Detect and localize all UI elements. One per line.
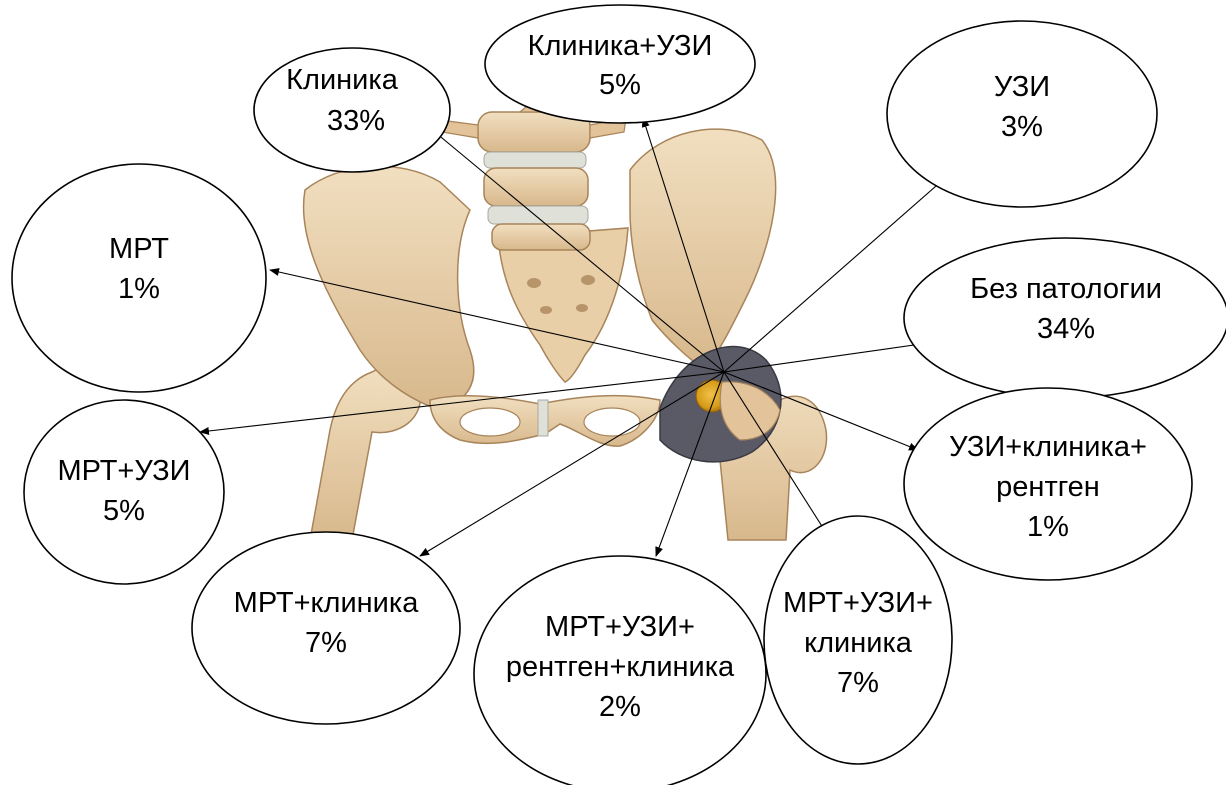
bubble-label: МРТ+УЗИ+ (783, 587, 933, 619)
sacral-foramen (581, 275, 595, 285)
obturator-foramen (460, 408, 520, 436)
bubble-percent: 2% (599, 691, 641, 723)
bubble-ellipse (485, 5, 755, 123)
bubble-label: рентген (996, 471, 1100, 503)
bubble-mri-us: МРТ+УЗИ 5% (24, 400, 224, 584)
bubble-percent: 34% (1037, 313, 1095, 345)
vertebral-disc (488, 206, 588, 224)
right-iliac-wing (630, 129, 776, 370)
bubble-us-clinic-xray: УЗИ+клиника+ рентген 1% (904, 388, 1192, 580)
bubble-percent: 33% (327, 105, 385, 137)
bubble-percent: 5% (599, 69, 641, 101)
bubble-label: МРТ (109, 233, 169, 265)
obturator-foramen (584, 408, 640, 436)
bubble-label: МРТ+УЗИ (58, 455, 191, 487)
bubble-label: УЗИ+клиника+ (949, 431, 1147, 463)
vertebral-disc (484, 152, 586, 168)
sacral-foramen (540, 306, 552, 314)
bubble-clinic: Клиника 33% (254, 48, 450, 172)
bubble-label: МРТ+УЗИ+ (545, 611, 695, 643)
bubble-percent: 1% (118, 273, 160, 305)
sacral-foramen (527, 278, 541, 288)
bubble-mri: МРТ 1% (12, 164, 266, 392)
bubble-percent: 3% (1001, 111, 1043, 143)
sacral-foramen (576, 304, 588, 312)
bubble-label: Клиника (286, 64, 399, 96)
bubble-percent: 7% (305, 627, 347, 659)
pubic-symphysis (538, 400, 548, 436)
bubble-label: МРТ+клиника (234, 587, 420, 619)
bubble-mri-us-xray-clinic: МРТ+УЗИ+ рентген+клиника 2% (474, 556, 766, 785)
bubbles: Клиника 33% Клиника+УЗИ 5% УЗИ 3% МРТ 1% Без пат… (12, 5, 1226, 785)
bubble-mri-us-clinic: МРТ+УЗИ+ клиника 7% (764, 516, 952, 764)
bubble-label: клиника (804, 627, 913, 659)
left-iliac-wing (304, 166, 474, 410)
bubble-label: Клиника+УЗИ (528, 30, 713, 62)
bubble-mri-clinic: МРТ+клиника 7% (192, 532, 460, 724)
vertebra-middle (484, 168, 588, 206)
bubble-percent: 7% (837, 667, 879, 699)
bubble-clinic-us: Клиника+УЗИ 5% (485, 5, 755, 123)
bubble-label: УЗИ (994, 71, 1050, 103)
vertebra-lower (492, 224, 590, 250)
bubble-label: Без патологии (970, 273, 1162, 305)
bubble-no-pathology: Без патологии 34% (904, 238, 1226, 398)
bubble-label: рентген+клиника (506, 651, 735, 683)
bubble-percent: 5% (103, 495, 145, 527)
bubble-us: УЗИ 3% (887, 21, 1157, 207)
sacrum (498, 228, 628, 382)
bubble-ellipse (24, 400, 224, 584)
bubble-percent: 1% (1027, 511, 1069, 543)
